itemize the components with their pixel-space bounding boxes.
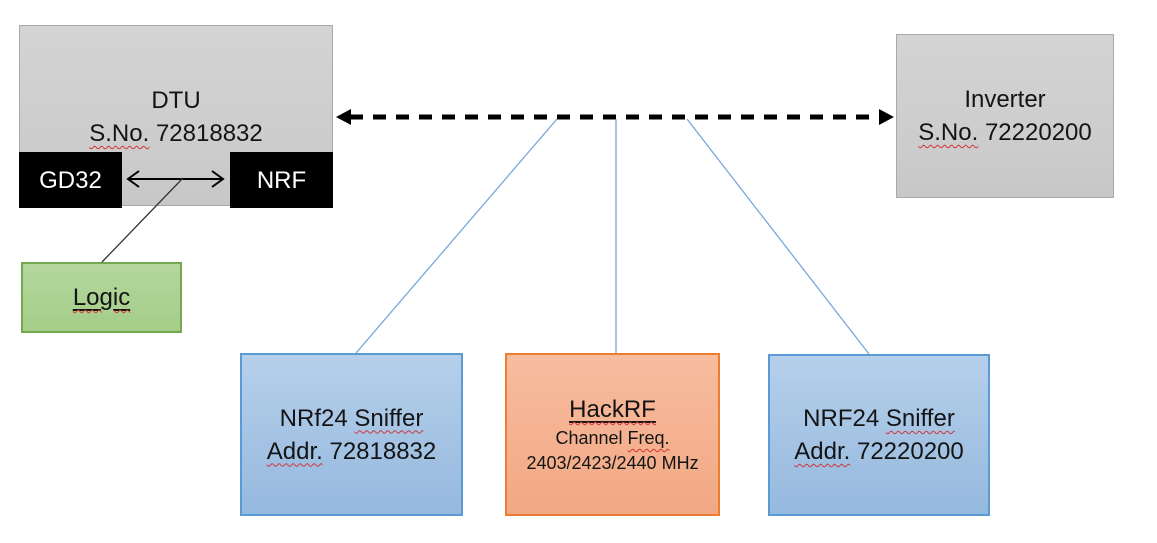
hackrf-freq-values: 2403/2423/2440 MHz (526, 453, 699, 473)
inverter-serial-label: S.No. (918, 119, 979, 146)
dtu-title: DTU (151, 87, 201, 114)
gd32-label: GD32 (39, 166, 102, 194)
dtu-inverter-dashed-arrow (336, 109, 894, 125)
logic-node: Logic (21, 262, 182, 333)
logic-label: Logic (72, 284, 131, 311)
sniffer-left-node: NRf24 Sniffer Addr. 72818832 (240, 353, 463, 516)
sniffer-left-addr: Addr. 72818832 (266, 437, 437, 465)
inverter-serial: S.No. 72220200 (918, 116, 1091, 149)
nrf-node: NRF (230, 152, 333, 208)
dtu-serial-value: 72818832 (155, 120, 263, 147)
hackrf-title: HackRF (569, 396, 656, 423)
sniffer-left-name: NRf24 Sniffer (279, 404, 424, 432)
sniffer-right-addr: Addr. 72220200 (794, 438, 964, 465)
dtu-serial-label: S.No. (89, 120, 150, 147)
sniff-line-right (686, 118, 870, 355)
gd32-node: GD32 (19, 152, 122, 208)
nrf-label: NRF (256, 166, 307, 194)
sniff-lines (355, 118, 870, 355)
inverter-title: Inverter (964, 86, 1046, 113)
sniffer-right-node: NRF24 Sniffer Addr. 72220200 (768, 354, 990, 516)
hackrf-channel-freq: Channel Freq. (555, 428, 670, 448)
inverter-node: Inverter S.No. 72220200 (896, 34, 1114, 198)
sniffer-right-name: NRF24 Sniffer (803, 405, 955, 432)
sniff-line-left (355, 118, 558, 354)
inverter-serial-value: 72220200 (984, 119, 1092, 146)
dtu-serial: S.No. 72818832 (89, 117, 262, 150)
hackrf-node: HackRF Channel Freq. 2403/2423/2440 MHz (505, 353, 720, 516)
